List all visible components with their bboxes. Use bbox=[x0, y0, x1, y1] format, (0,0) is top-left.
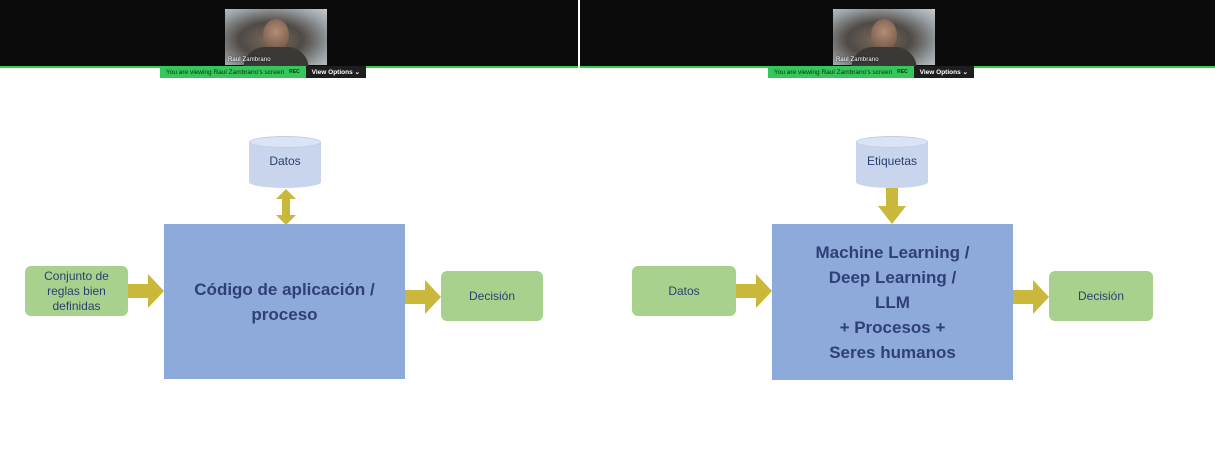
rec-indicator: REC bbox=[289, 69, 300, 75]
right-screen-share-panel: Raul Zambrano You are viewing Raul Zambr… bbox=[580, 0, 1215, 475]
participant-head bbox=[263, 19, 289, 51]
down-arrow bbox=[878, 188, 906, 224]
viewing-text: You are viewing Raul Zambrano's screen bbox=[774, 68, 893, 76]
cylinder-label: Datos bbox=[269, 154, 301, 168]
participant-video-thumbnail[interactable]: Raul Zambrano bbox=[225, 9, 327, 69]
double-arrow bbox=[276, 189, 296, 225]
application-code-box: Código de aplicación / proceso bbox=[164, 224, 405, 379]
viewing-indicator: You are viewing Raul Zambrano's screen R… bbox=[160, 66, 306, 78]
viewing-text: You are viewing Raul Zambrano's screen bbox=[166, 68, 285, 76]
participant-name: Raul Zambrano bbox=[228, 57, 271, 63]
rec-indicator: REC bbox=[897, 69, 908, 75]
etiquetas-cylinder: Etiquetas bbox=[856, 136, 928, 188]
input-line1: Conjunto de bbox=[44, 268, 109, 283]
input-arrow bbox=[736, 274, 772, 308]
viewing-indicator: You are viewing Raul Zambrano's screen R… bbox=[768, 66, 914, 78]
participant-shoulders bbox=[243, 47, 309, 69]
input-line3: definidas bbox=[52, 298, 101, 313]
main-box-line: + Procesos + bbox=[839, 317, 946, 337]
participant-shoulders bbox=[851, 47, 917, 69]
datos-cylinder: Datos bbox=[249, 136, 321, 188]
main-box-line1: Código de aplicación / bbox=[194, 279, 375, 299]
participant-video-thumbnail[interactable]: Raul Zambrano bbox=[833, 9, 935, 69]
viewing-bar: You are viewing Raul Zambrano's screen R… bbox=[768, 66, 974, 78]
output-arrow bbox=[405, 280, 441, 314]
decision-box: Decisión bbox=[441, 271, 543, 321]
output-arrow bbox=[1013, 280, 1049, 314]
input-line2: reglas bien bbox=[47, 283, 106, 298]
viewing-bar: You are viewing Raul Zambrano's screen R… bbox=[160, 66, 366, 78]
participant-head bbox=[871, 19, 897, 51]
decision-box: Decisión bbox=[1049, 271, 1153, 321]
input-arrow bbox=[128, 274, 164, 308]
view-options-button[interactable]: View Options ⌄ bbox=[913, 66, 974, 78]
main-box-line2: proceso bbox=[251, 304, 318, 324]
main-box-line: Machine Learning / bbox=[815, 242, 970, 262]
left-screen-share-panel: Raul Zambrano You are viewing Raul Zambr… bbox=[0, 0, 578, 475]
main-box-line: LLM bbox=[875, 292, 910, 312]
view-options-button[interactable]: View Options ⌄ bbox=[305, 66, 366, 78]
main-box-line: Seres humanos bbox=[829, 342, 956, 362]
participant-name: Raul Zambrano bbox=[836, 57, 879, 63]
main-box-line: Deep Learning / bbox=[828, 267, 957, 287]
cylinder-label: Etiquetas bbox=[866, 154, 918, 168]
ml-process-box: Machine Learning / Deep Learning / LLM +… bbox=[772, 224, 1013, 380]
datos-input-box: Datos bbox=[632, 266, 736, 316]
rules-input-box: Conjunto de reglas bien definidas bbox=[25, 266, 128, 316]
